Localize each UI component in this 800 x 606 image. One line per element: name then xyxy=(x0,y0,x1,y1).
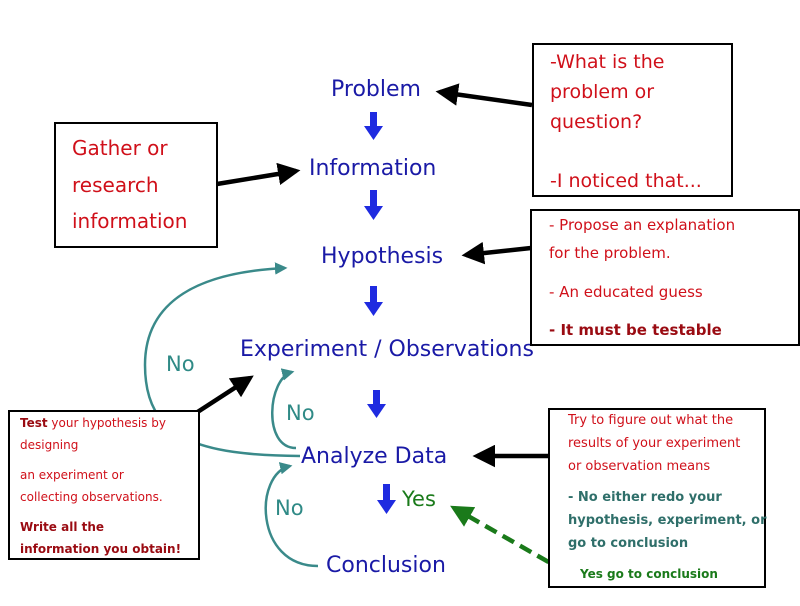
step-experiment: Experiment / Observations xyxy=(240,337,534,362)
pointer-arrow-hypothesis xyxy=(461,241,532,265)
step-analyze-data: Analyze Data xyxy=(301,444,448,469)
step-conclusion: Conclusion xyxy=(326,553,446,578)
analyze-note-line-1: Try to figure out what the xyxy=(568,413,734,428)
gather-note-box: Gather or research information xyxy=(54,122,218,248)
analyze-note-line-3: or observation means xyxy=(568,459,711,474)
analyze-note-line-7: Yes go to conclusion xyxy=(580,567,718,581)
gather-note-line-3: information xyxy=(72,209,188,233)
problem-note-line-3: question? xyxy=(550,111,643,133)
hypothesis-note-line-2: for the problem. xyxy=(549,244,671,262)
analyze-note-line-5: hypothesis, experiment, or xyxy=(568,513,767,528)
loop-analyze-to-experiment xyxy=(271,368,297,450)
analyze-note-line-4: - No either redo your xyxy=(568,490,722,505)
gather-note-line-1: Gather or xyxy=(72,136,168,160)
gather-note-line-2: research xyxy=(72,173,159,197)
loop-label-no-hypothesis: No xyxy=(166,352,195,376)
analyze-note-box: Try to figure out what the results of yo… xyxy=(548,408,766,588)
down-arrow-analyze-conclusion xyxy=(377,484,396,514)
test-note-line-3: an experiment or xyxy=(20,468,124,482)
step-problem: Problem xyxy=(331,77,421,102)
loop-conclusion-to-analyze xyxy=(264,462,319,568)
pointer-arrow-gather xyxy=(216,162,301,187)
down-arrow-information-hypothesis xyxy=(364,190,383,220)
problem-note-line-2: problem or xyxy=(550,81,655,103)
loop-label-yes: Yes xyxy=(402,487,436,511)
problem-note-line-1: -What is the xyxy=(550,51,665,73)
loop-label-no-experiment: No xyxy=(286,401,315,425)
hypothesis-note-line-3: - An educated guess xyxy=(549,283,703,301)
hypothesis-note-line-4: - It must be testable xyxy=(549,321,722,339)
test-note-line-5: Write all the xyxy=(20,520,105,534)
analyze-note-line-6: go to conclusion xyxy=(568,536,689,551)
loop-label-no-conclusion: No xyxy=(275,496,304,520)
yes-dashed-arrow xyxy=(450,505,568,574)
pointer-arrow-problem xyxy=(435,83,533,108)
test-note-line-1-rest: your hypothesis by xyxy=(47,416,166,430)
test-note-line-1: Test your hypothesis by xyxy=(20,417,166,429)
loop-analyze-to-hypothesis xyxy=(143,262,301,458)
problem-note-box: -What is the problem or question? -I not… xyxy=(532,43,733,197)
down-arrows xyxy=(364,112,396,514)
down-arrow-problem-information xyxy=(364,112,383,140)
step-hypothesis: Hypothesis xyxy=(321,244,444,269)
test-note-line-4: collecting observations. xyxy=(20,490,163,504)
problem-note-line-4: -I noticed that... xyxy=(550,170,702,192)
test-note-bold: Test xyxy=(20,416,48,430)
hypothesis-note-box: - Propose an explanation for the problem… xyxy=(530,209,800,346)
hypothesis-note-line-1: - Propose an explanation xyxy=(549,216,736,234)
step-information: Information xyxy=(309,156,437,181)
test-note-box: Test your hypothesis by designing an exp… xyxy=(8,410,200,560)
down-arrow-hypothesis-experiment xyxy=(364,286,383,316)
test-note-line-2: designing xyxy=(20,438,79,452)
test-note-line-6: information you obtain! xyxy=(20,542,182,556)
down-arrow-experiment-analyze xyxy=(367,390,386,418)
pointer-arrow-test xyxy=(194,375,254,415)
analyze-note-line-2: results of your experiment xyxy=(568,436,741,451)
